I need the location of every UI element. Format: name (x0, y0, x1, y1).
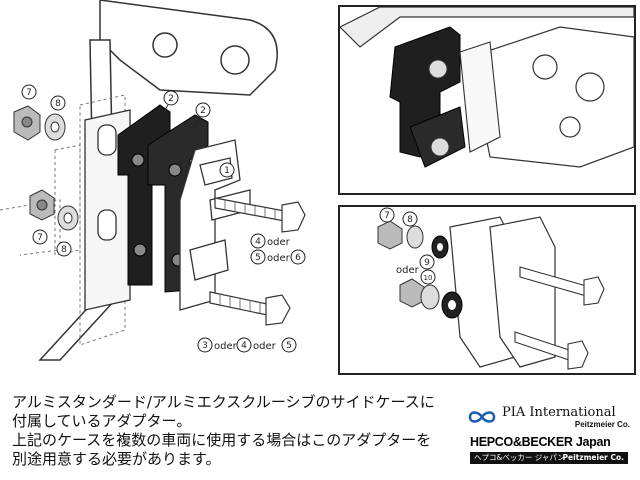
svg-text:1: 1 (224, 166, 230, 176)
inset-assembled-closeup (338, 5, 636, 195)
pia-brand-name: PIA International (502, 405, 616, 420)
svg-text:4: 4 (241, 341, 247, 351)
brand-logos: PIA International Peitzmeier Co. HEPCO&B… (462, 405, 634, 475)
inset-nuts-washers (377, 220, 463, 319)
bolt-lower (209, 291, 291, 326)
svg-text:10: 10 (424, 274, 433, 282)
nut-upper (13, 105, 41, 141)
callout-5-oder-6: 5 oder 6 (250, 249, 306, 265)
svg-text:8: 8 (61, 245, 67, 255)
caption-text: アルミスタンダード/アルミエクスクルーシブのサイドケースに 付属しているアダプタ… (12, 393, 452, 469)
svg-text:oder: oder (396, 265, 420, 276)
svg-text:5: 5 (286, 341, 292, 351)
svg-text:2: 2 (168, 94, 174, 104)
assembled-hinge (459, 41, 501, 153)
washer-upper (44, 113, 66, 141)
callout-3-oder-4-oder-5: 3 oder 4 oder 5 (197, 337, 297, 353)
svg-text:5: 5 (255, 253, 261, 263)
callout-2b: 2 (194, 102, 211, 129)
callout-4-oder: 4 oder (250, 233, 291, 249)
inset-bolt-upper (519, 266, 605, 306)
hepco-becker-sub-left: ヘプコ&ベッカー ジャパン (474, 453, 565, 462)
svg-text:oder: oder (214, 341, 238, 352)
assembled-adapters (389, 26, 466, 168)
alternative-hardware-drawing: 7 8 9 oder 10 (377, 207, 605, 370)
nut-lower (29, 189, 55, 221)
svg-text:8: 8 (407, 215, 413, 225)
svg-text:oder: oder (253, 341, 277, 352)
hinge-pair (449, 216, 556, 368)
callout-7-lower: 7 (32, 229, 48, 245)
inset-callouts: 7 8 9 oder 10 (379, 207, 436, 285)
infinity-logo-icon (468, 411, 496, 423)
caption-line-3: 上記のケースを複数の車両に使用する場合はこのアダプターを (12, 431, 432, 449)
caption-line-2: 付属しているアダプター。 (12, 412, 192, 430)
svg-text:4: 4 (255, 237, 261, 247)
washer-lower (57, 205, 79, 231)
callout-8-upper: 8 (50, 95, 66, 111)
hepco-becker-brand-name: HEPCO&BECKER Japan (470, 435, 611, 449)
adapter-plate-left (117, 104, 171, 286)
svg-text:6: 6 (295, 253, 301, 263)
hepco-becker-bar: ヘプコ&ベッカー ジャパン Peitzmeier Co. (470, 452, 628, 464)
callout-7-upper: 7 (21, 84, 37, 100)
svg-text:oder: oder (267, 253, 291, 264)
assembled-closeup-drawing (338, 6, 635, 168)
svg-text:2: 2 (200, 106, 206, 116)
pia-brand-sub: Peitzmeier Co. (574, 420, 630, 429)
svg-text:9: 9 (424, 258, 430, 268)
bolt-upper (214, 197, 306, 233)
caption-line-4: 別途用意する必要があります。 (12, 450, 221, 468)
svg-text:3: 3 (202, 341, 208, 351)
hepco-becker-sub-right: Peitzmeier Co. (562, 453, 624, 462)
hinge-block (179, 139, 251, 311)
assembled-bolts (428, 59, 450, 157)
inset-bolt-lower (514, 331, 589, 370)
svg-text:oder: oder (267, 237, 291, 248)
callout-1: 1 (219, 162, 235, 178)
svg-text:7: 7 (37, 233, 43, 243)
inset-alternative-hardware: 7 8 9 oder 10 (338, 205, 636, 375)
exploded-view-diagram: 2 2 1 7 8 7 8 4 oder 5 oder 6 3 od (0, 0, 306, 361)
callout-8-lower: 8 (56, 241, 72, 257)
svg-text:8: 8 (55, 99, 61, 109)
callout-2a: 2 (159, 90, 179, 119)
svg-text:7: 7 (384, 211, 390, 221)
caption-line-1: アルミスタンダード/アルミエクスクルーシブのサイドケースに (12, 393, 435, 411)
svg-text:7: 7 (26, 88, 32, 98)
